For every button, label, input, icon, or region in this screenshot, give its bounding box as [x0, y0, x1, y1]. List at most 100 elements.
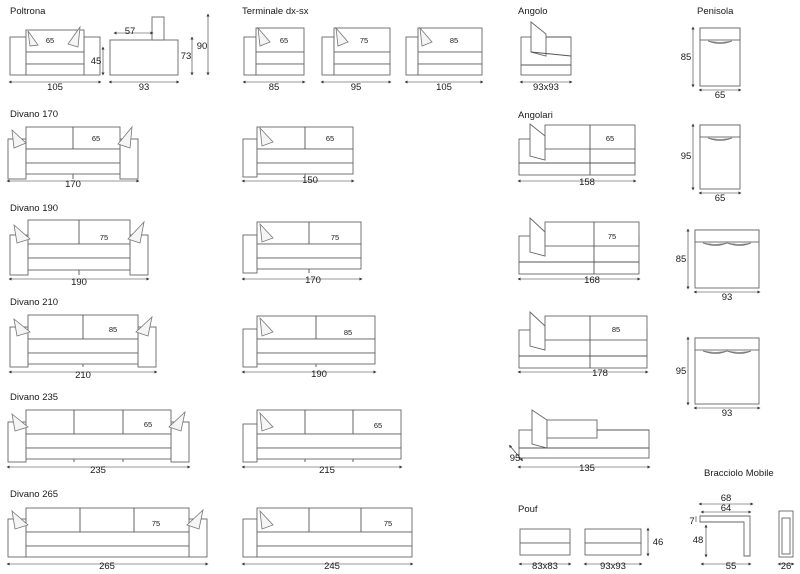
bracciolo-side-view: 68 64 7 48 55	[689, 493, 754, 572]
penisola-width-label: 93	[722, 408, 733, 419]
poltrona-seat-label: 65	[46, 36, 54, 45]
bracciolo-side-label: 26	[781, 561, 792, 572]
divano-215-mid: 65 215	[241, 409, 403, 476]
divano-170-mid: 75 170	[241, 221, 363, 286]
poltrona-front-view: 65 105	[8, 25, 102, 93]
pouf-size-label: 93x93	[600, 561, 626, 572]
penisola-depth-label: 95	[676, 366, 687, 377]
penisola-width-label: 93	[722, 292, 733, 303]
penisola-width-label: 65	[715, 193, 726, 204]
penisola-95x65: 95 65	[681, 123, 742, 204]
heading-divano-265: Divano 265	[10, 489, 58, 500]
pouf-93: 46 93x93	[583, 527, 664, 572]
divano-170-front: 65 170	[6, 125, 140, 190]
divano-190-front: 75 190	[8, 219, 150, 288]
poltrona-side-view: 57 45 73 90 93	[91, 13, 210, 93]
penisola-85x65: 85 65	[681, 26, 742, 101]
heading-poltrona: Poltrona	[10, 6, 46, 17]
penisola-85x93: 85 93	[676, 228, 761, 303]
divano-seat-label: 75	[100, 233, 108, 242]
divano-235-front: 65 235	[6, 409, 191, 476]
heading-divano-170: Divano 170	[10, 109, 58, 120]
divano-150-front: 65 150	[241, 126, 355, 186]
heading-penisola: Penisola	[697, 6, 734, 17]
divano-245-mid: 75 245	[241, 507, 414, 572]
divano-width-label: 265	[99, 561, 115, 572]
angolare-depth-label: 95	[510, 453, 521, 464]
divano-mid-width-label: 170	[305, 275, 321, 286]
terminale-seat-label: 85	[450, 36, 458, 45]
poltrona-back-label: 57	[125, 26, 136, 37]
pouf-size-label: 83x83	[532, 561, 558, 572]
divano-mid-width-label: 245	[324, 561, 340, 572]
angolare-178: 85 178	[517, 310, 649, 379]
angolare-width-label: 135	[579, 463, 595, 474]
angolare-seat-label: 65	[606, 134, 614, 143]
divano-mid-seat-label: 85	[344, 328, 352, 337]
penisola-depth-label: 85	[681, 52, 692, 63]
divano-width-label: 210	[75, 370, 91, 381]
terminale-seat-label: 75	[360, 36, 368, 45]
penisola-95x93: 95 93	[676, 336, 761, 419]
penisola-depth-label: 95	[681, 151, 692, 162]
divano-seat-label: 85	[109, 325, 117, 334]
divano-190-mid: 85 190	[241, 315, 377, 380]
terminale-85: 65 85	[242, 26, 306, 93]
bracciolo-inner-label: 64	[721, 503, 732, 514]
heading-pouf: Pouf	[518, 504, 538, 515]
pouf-height-label: 46	[653, 537, 664, 548]
heading-divano-235: Divano 235	[10, 392, 58, 403]
angolare-width-label: 178	[592, 368, 608, 379]
terminale-seat-label: 65	[280, 36, 288, 45]
divano-seat-label: 65	[92, 134, 100, 143]
terminale-105: 85 105	[404, 26, 484, 93]
bracciolo-top-label: 68	[721, 493, 732, 504]
angolare-seat-label: 85	[612, 325, 620, 334]
divano-mid-width-label: 190	[311, 369, 327, 380]
divano-mid-seat-label: 65	[326, 134, 334, 143]
heading-angolari: Angolari	[518, 110, 553, 121]
poltrona-width-label: 105	[47, 82, 63, 93]
divano-265-front: 75 265	[6, 507, 209, 572]
poltrona-total-height-label: 90	[197, 41, 208, 52]
bracciolo-height-label: 48	[693, 535, 704, 546]
divano-mid-seat-label: 75	[384, 519, 392, 528]
poltrona-depth-label: 93	[139, 82, 150, 93]
divano-mid-width-label: 215	[319, 465, 335, 476]
terminale-width-label: 105	[436, 82, 452, 93]
angolo-module: 93x93	[519, 21, 573, 93]
terminale-width-label: 95	[351, 82, 362, 93]
angolo-size-label: 93x93	[533, 82, 559, 93]
pouf-83: 83x83	[518, 528, 572, 572]
divano-mid-seat-label: 65	[374, 421, 382, 430]
divano-width-label: 235	[90, 465, 106, 476]
angolare-158: 65 158	[517, 123, 637, 188]
divano-width-label: 190	[71, 277, 87, 288]
bracciolo-top-height-label: 7	[689, 516, 694, 527]
angolare-168: 75 168	[517, 216, 641, 286]
terminale-95: 75 95	[320, 26, 392, 93]
heading-angolo: Angolo	[518, 6, 548, 17]
bracciolo-depth-label: 55	[726, 561, 737, 572]
angolare-width-label: 168	[584, 275, 600, 286]
divano-width-label: 170	[65, 179, 81, 190]
divano-mid-seat-label: 75	[331, 233, 339, 242]
poltrona-arm-height-label: 73	[181, 51, 192, 62]
angolare-seat-label: 75	[608, 232, 616, 241]
divano-seat-label: 65	[144, 420, 152, 429]
divano-210-front: 85 210	[8, 314, 158, 381]
angolare-width-label: 158	[579, 177, 595, 188]
heading-terminale: Terminale dx-sx	[242, 6, 309, 17]
penisola-depth-label: 85	[676, 254, 687, 265]
heading-divano-210: Divano 210	[10, 297, 58, 308]
bracciolo-front-view: 26	[777, 510, 795, 572]
heading-bracciolo-mobile: Bracciolo Mobile	[704, 468, 774, 479]
heading-divano-190: Divano 190	[10, 203, 58, 214]
terminale-width-label: 85	[269, 82, 280, 93]
divano-seat-label: 75	[152, 519, 160, 528]
angolare-chaise-135: 95 135	[509, 409, 651, 474]
poltrona-seat-height-label: 45	[91, 56, 102, 67]
divano-mid-width-label: 150	[302, 175, 318, 186]
penisola-width-label: 65	[715, 90, 726, 101]
